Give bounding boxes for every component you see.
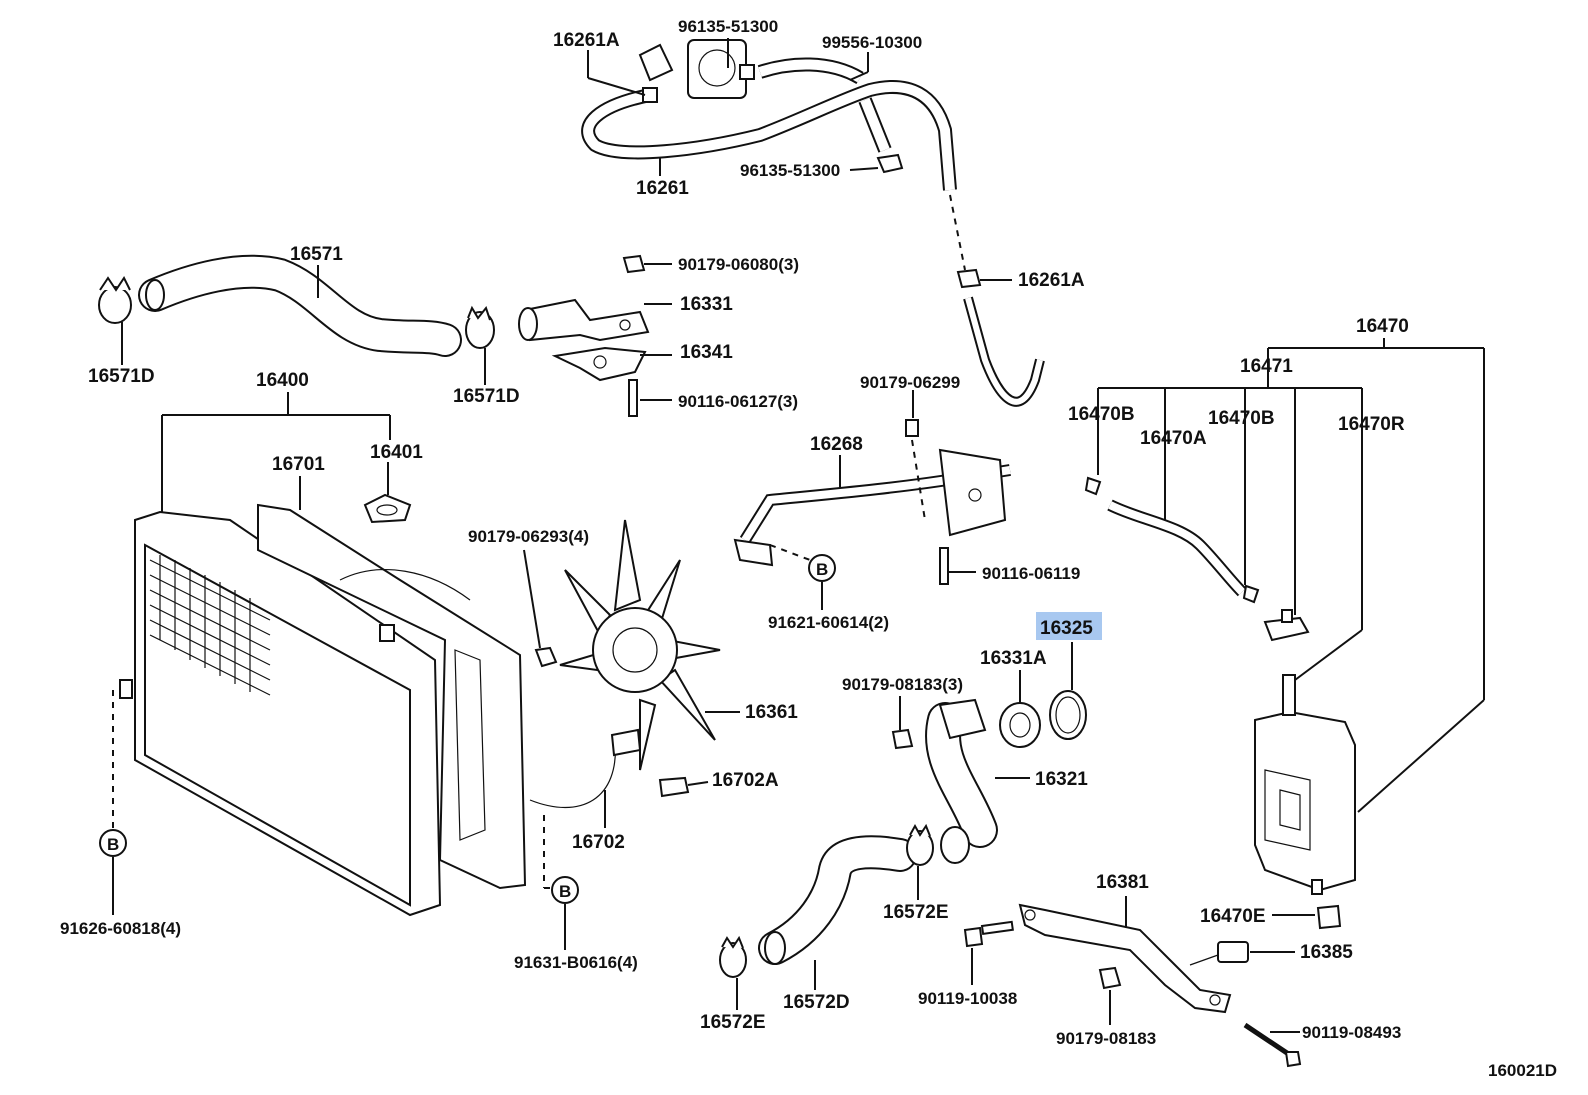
- label-16321: 16321: [1035, 769, 1088, 790]
- diagram-id: 160021D: [1488, 1061, 1557, 1080]
- water-pipe-16268: [733, 448, 1011, 567]
- label-99556-10300: 99556-10300: [822, 33, 922, 52]
- nut-90179-06299: [905, 419, 919, 437]
- bolt-90119-10038: [963, 920, 1014, 948]
- label-16572E-bottom: 16572E: [700, 1012, 766, 1033]
- hose-clamp-16572E-mid: [906, 823, 934, 866]
- cooling-fan-16361: [559, 519, 721, 771]
- label-16341: 16341: [680, 342, 733, 363]
- label-16325: 16325: [1040, 618, 1093, 639]
- label-90179-08183-3: 90179-08183(3): [842, 675, 963, 694]
- label-91621-60614: 91621-60614(2): [768, 613, 889, 632]
- cap-16470E: [1316, 904, 1342, 930]
- label-91626-60818: 91626-60818(4): [60, 919, 181, 938]
- label-16702: 16702: [572, 832, 625, 853]
- sensor-16385: [1189, 941, 1249, 966]
- radiator-16400: [119, 510, 442, 917]
- upper-radiator-hose: [138, 254, 462, 357]
- label-16572D: 16572D: [783, 992, 850, 1013]
- label-16261A-top: 16261A: [553, 30, 620, 51]
- label-16470B-left: 16470B: [1068, 404, 1135, 425]
- radiator-cap-16401: [363, 493, 412, 524]
- fan-shroud-16701: [257, 503, 527, 890]
- lower-hose-16572D: [758, 835, 917, 965]
- nut-90179-08183: [1098, 966, 1122, 990]
- highlight-16325: [1036, 612, 1102, 640]
- hose-clamp-16571D-mid: [465, 305, 495, 349]
- label-16261: 16261: [636, 178, 689, 199]
- label-16470E: 16470E: [1200, 906, 1266, 927]
- label-16470: 16470: [1356, 316, 1409, 337]
- label-90179-06293: 90179-06293(4): [468, 527, 589, 546]
- water-outlet-16331: [518, 298, 650, 342]
- label-16701: 16701: [272, 454, 325, 475]
- fan-guard-16702: [529, 728, 642, 809]
- thermostat-16331A: [999, 702, 1041, 748]
- hose-clamp-16572E-bottom: [719, 935, 747, 978]
- bypass-hose-assembly: [581, 39, 957, 191]
- cap-16470R: [1263, 609, 1310, 642]
- ref-b-bottom: [551, 876, 579, 904]
- label-16470B-right: 16470B: [1208, 408, 1275, 429]
- ref-b-mid: [808, 554, 836, 582]
- clip-16470B-left: [1084, 476, 1102, 496]
- clip-16702A: [658, 776, 690, 798]
- overflow-hose-16470A: [1107, 499, 1247, 597]
- label-16572E-mid: 16572E: [883, 902, 949, 923]
- gasket-16341: [551, 346, 647, 382]
- ref-b-mid-label: B: [816, 560, 828, 579]
- bolt-90119-08493: [1243, 1022, 1302, 1068]
- label-16571D-mid: 16571D: [453, 386, 520, 407]
- label-16268: 16268: [810, 434, 863, 455]
- label-90116-06127: 90116-06127(3): [678, 392, 798, 411]
- label-16471: 16471: [1240, 356, 1293, 377]
- label-90179-08183: 90179-08183: [1056, 1029, 1156, 1048]
- nut-90179-08183-3: [891, 728, 914, 750]
- ref-b-left-label: B: [107, 835, 119, 854]
- stud-90116-06119: [939, 547, 949, 585]
- ref-b-bottom-label: B: [559, 882, 571, 901]
- clamp-16261A-right: [956, 268, 982, 289]
- bracket-16381: [1018, 903, 1232, 1014]
- label-90116-06119: 90116-06119: [982, 564, 1080, 583]
- label-16470A: 16470A: [1140, 428, 1207, 449]
- label-96135-51300-top: 96135-51300: [678, 17, 778, 36]
- label-16470R: 16470R: [1338, 414, 1405, 435]
- clip-16470B-right: [1242, 584, 1260, 604]
- nut-90179-06080: [622, 254, 646, 274]
- label-16261A-right: 16261A: [1018, 270, 1085, 291]
- ref-b-left: [99, 829, 127, 857]
- label-16702A: 16702A: [712, 770, 779, 791]
- hose-clamp-16571D-left: [98, 276, 132, 324]
- label-96135-51300-mid: 96135-51300: [740, 161, 840, 180]
- stud-90116-06127: [628, 379, 638, 417]
- reservoir-16470: [1254, 674, 1356, 895]
- label-90179-06299: 90179-06299: [860, 373, 960, 392]
- gasket-16325: [1049, 690, 1087, 740]
- label-16400: 16400: [256, 370, 309, 391]
- label-16361: 16361: [745, 702, 798, 723]
- label-16381: 16381: [1096, 872, 1149, 893]
- label-16571: 16571: [290, 244, 343, 265]
- label-16331A: 16331A: [980, 648, 1047, 669]
- label-16401: 16401: [370, 442, 423, 463]
- nut-90179-06293: [534, 646, 558, 668]
- label-16385: 16385: [1300, 942, 1353, 963]
- label-90119-10038: 90119-10038: [918, 989, 1017, 1008]
- label-90119-08493: 90119-08493: [1302, 1023, 1401, 1042]
- water-inlet-16321: [925, 698, 998, 864]
- label-91631-B0616: 91631-B0616(4): [514, 953, 638, 972]
- label-90179-06080: 90179-06080(3): [678, 255, 799, 274]
- label-16331: 16331: [680, 294, 733, 315]
- label-16571D-left: 16571D: [88, 366, 155, 387]
